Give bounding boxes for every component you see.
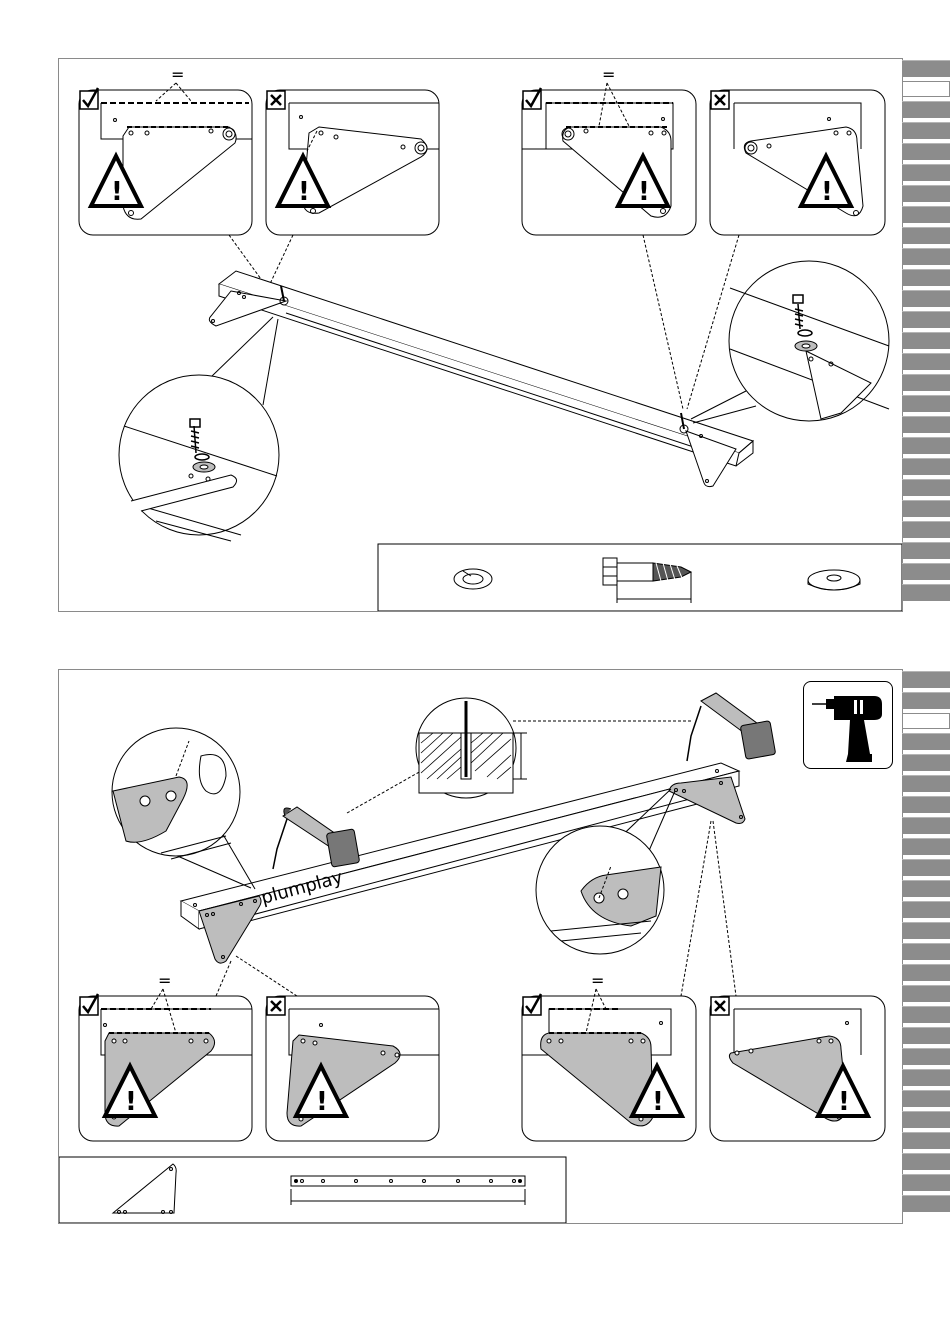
svg-text:!: ! — [316, 1087, 328, 1117]
zoom-detail-left — [119, 317, 279, 541]
side-tab — [902, 101, 950, 118]
svg-text:!: ! — [298, 177, 310, 207]
side-tab — [902, 692, 950, 709]
cordless-drill-icon — [804, 682, 892, 768]
side-tab — [902, 1111, 950, 1128]
side-tab — [902, 1027, 950, 1044]
side-tab — [902, 943, 950, 960]
drill-illustration-left — [273, 807, 360, 869]
side-tab — [902, 671, 950, 688]
callout-bottom-4: ! — [710, 996, 885, 1141]
bottom-assembly-panel: plumplay — [58, 669, 903, 1224]
callout-bottom-1: = ! — [79, 971, 252, 1141]
side-tab — [902, 1174, 950, 1191]
bottom-assembly-diagram: plumplay — [59, 670, 902, 1223]
side-tabs-bottom — [902, 671, 950, 1216]
side-tab — [902, 269, 950, 286]
side-tab — [902, 584, 950, 601]
callout-bottom-3: = ! — [522, 971, 696, 1141]
side-tab — [902, 290, 950, 307]
callout-top-2: ! — [266, 90, 439, 235]
side-tab — [902, 922, 950, 939]
side-tab-active — [902, 81, 950, 97]
zoom-detail-right — [691, 261, 889, 423]
side-tab — [902, 1006, 950, 1023]
side-tab — [902, 901, 950, 918]
equal-sign: = — [158, 971, 171, 990]
side-tab — [902, 796, 950, 813]
svg-text:!: ! — [652, 1087, 664, 1117]
side-tab — [902, 817, 950, 834]
side-tab — [902, 521, 950, 538]
side-tab — [902, 311, 950, 328]
side-tab — [902, 332, 950, 349]
side-tab — [902, 437, 950, 454]
tool-required-box — [803, 681, 893, 769]
equal-sign: = — [171, 65, 184, 84]
side-tab — [902, 859, 950, 876]
svg-text:!: ! — [838, 1087, 850, 1117]
side-tab — [902, 1048, 950, 1065]
side-tab — [902, 479, 950, 496]
svg-text:!: ! — [821, 177, 833, 207]
wooden-beam — [209, 271, 753, 487]
side-tab-active — [902, 713, 950, 729]
side-tab — [902, 775, 950, 792]
side-tab — [902, 185, 950, 202]
callout-bottom-2: ! — [266, 996, 439, 1141]
equal-sign: = — [602, 65, 615, 84]
side-tab — [902, 416, 950, 433]
parts-legend-top — [378, 544, 902, 611]
side-tab — [902, 227, 950, 244]
side-tab — [902, 395, 950, 412]
side-tab — [902, 1132, 950, 1149]
top-assembly-panel: = ! — [58, 58, 903, 612]
side-tab — [902, 353, 950, 370]
top-assembly-diagram: = ! — [59, 59, 902, 611]
side-tab — [902, 1195, 950, 1212]
side-tab — [902, 206, 950, 223]
callout-top-3: = ! — [522, 65, 696, 235]
side-tab — [902, 374, 950, 391]
zoom-detail-left — [112, 728, 255, 889]
side-tab — [902, 563, 950, 580]
side-tab — [902, 754, 950, 771]
side-tab — [902, 733, 950, 750]
side-tab — [902, 880, 950, 897]
side-tab — [902, 458, 950, 475]
side-tab — [902, 964, 950, 981]
side-tab — [902, 143, 950, 160]
side-tab — [902, 60, 950, 77]
flat-washer-icon — [808, 570, 860, 590]
svg-text:!: ! — [111, 177, 123, 207]
side-tab — [902, 164, 950, 181]
callout-top-1: = ! — [79, 65, 252, 235]
side-tab — [902, 838, 950, 855]
parts-legend-bottom — [59, 1157, 566, 1223]
drill-illustration-right — [687, 693, 776, 761]
side-tab — [902, 1153, 950, 1170]
side-tab — [902, 542, 950, 559]
callout-top-4: ! — [710, 90, 885, 235]
side-tab — [902, 985, 950, 1002]
side-tab — [902, 500, 950, 517]
side-tab — [902, 248, 950, 265]
svg-text:!: ! — [125, 1087, 137, 1117]
svg-text:!: ! — [638, 177, 650, 207]
side-tab — [902, 1069, 950, 1086]
side-tab — [902, 1090, 950, 1107]
spring-washer-icon — [454, 569, 492, 589]
side-tabs-top — [902, 60, 950, 605]
equal-sign: = — [591, 971, 604, 990]
side-tab — [902, 122, 950, 139]
